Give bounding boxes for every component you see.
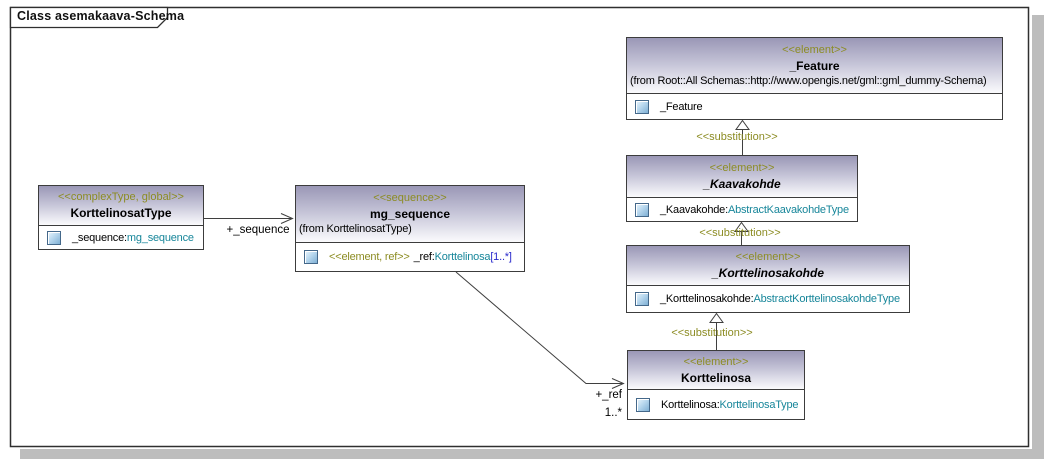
hollow-triangle-icon [735,119,750,130]
class-attributes: _Korttelinosakohde:AbstractKorttelinosak… [627,286,909,312]
class-name: Korttelinosa [680,370,751,385]
class-header: <<sequence>> mg_sequence (from Korttelin… [296,186,524,243]
edge-label-ref[interactable]: +_ref [595,389,622,401]
uml-class-kaavakohde[interactable]: <<element>> _Kaavakohde _Kaavakohde:Abst… [626,155,858,222]
attribute-icon [635,202,649,217]
attribute-icon [635,292,649,306]
substitution-kaavakohde-to-feature[interactable] [735,119,750,156]
attribute-icon [47,230,61,245]
edge-label-substitution-3[interactable]: <<substitution>> [696,131,778,143]
class-attributes: Korttelinosa:KorttelinosaType [628,390,804,419]
class-from-path: (from Root::All Schemas::http://www.open… [630,74,987,87]
attribute-text: _Kaavakohde:AbstractKaavakohdeType [660,203,849,216]
association-sequence[interactable] [204,213,294,224]
class-stereotype: <<element>> [709,162,775,174]
class-header: <<element>> _Kaavakohde [627,156,857,198]
attribute-text: Korttelinosa:KorttelinosaType [661,398,799,411]
class-attributes: _sequence:mg_sequence [39,226,203,249]
hollow-triangle-icon [734,221,749,232]
attribute-icon [636,397,650,412]
hollow-triangle-icon [709,312,724,323]
edge-label-sequence[interactable]: +_sequence [226,224,290,236]
class-name: KorttelinosatType [70,206,172,220]
class-header: <<element>> Korttelinosa [628,351,804,390]
attribute-icon [635,99,649,114]
attribute-text: <<element, ref>>_ref:Korttelinosa[1..*] [329,251,512,263]
edge-label-substitution-2[interactable]: <<substitution>> [699,227,781,239]
class-from-path: (from KorttelinosatType) [299,223,412,235]
class-stereotype: <<sequence>> [373,192,447,204]
class-name: _Kaavakohde [703,177,781,191]
class-attributes: <<element, ref>>_ref:Korttelinosa[1..*] [296,243,524,271]
attribute-text: _Feature [660,100,703,113]
uml-class-feature[interactable]: <<element>> _Feature (from Root::All Sch… [626,37,1003,120]
association-ref[interactable] [455,271,625,389]
class-stereotype: <<complexType, global>> [58,191,184,203]
attribute-text: _sequence:mg_sequence [72,231,194,244]
class-attributes: _Feature [627,94,1002,119]
class-stereotype: <<element>> [683,355,749,368]
edge-label-ref-multiplicity[interactable]: 1..* [604,407,622,419]
class-header: <<complexType, global>> KorttelinosatTyp… [39,186,203,226]
attribute-icon [304,250,318,264]
class-name: mg_sequence [369,207,451,221]
frame-shadow [20,15,1044,459]
class-header: <<element>> _Feature (from Root::All Sch… [627,38,1002,94]
class-name: _Feature [789,58,840,73]
frame-title-tab [9,6,169,29]
substitution-korttelinosa-to-korttelinosakohde[interactable] [709,312,724,351]
edge-label-substitution-1[interactable]: <<substitution>> [671,327,753,339]
attribute-text: _Korttelinosakohde:AbstractKorttelinosak… [660,293,900,305]
uml-class-korttelinosakohde[interactable]: <<element>> _Korttelinosakohde _Kortteli… [626,245,910,313]
class-attributes: _Kaavakohde:AbstractKaavakohdeType [627,198,857,221]
uml-class-korttelinosattype[interactable]: <<complexType, global>> KorttelinosatTyp… [38,185,204,250]
class-header: <<element>> _Korttelinosakohde [627,246,909,286]
class-name: _Korttelinosakohde [711,266,825,280]
substitution-korttelinosakohde-to-kaavakohde[interactable] [734,221,749,246]
class-stereotype: <<element>> [782,43,847,56]
uml-class-korttelinosa[interactable]: <<element>> Korttelinosa Korttelinosa:Ko… [627,350,805,420]
open-arrow-icon [611,378,625,389]
uml-class-mg-sequence[interactable]: <<sequence>> mg_sequence (from Korttelin… [295,185,525,272]
class-stereotype: <<element>> [735,251,801,263]
frame-title: Class asemakaava-Schema [17,9,185,23]
open-arrow-icon [280,213,294,224]
